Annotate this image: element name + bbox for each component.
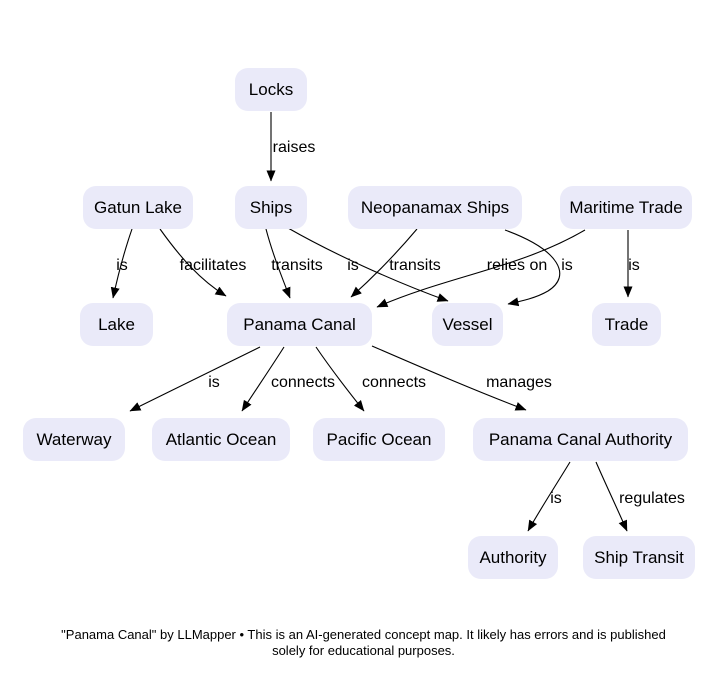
node-waterway: Waterway bbox=[23, 418, 125, 461]
edge-label-locks-ships: raises bbox=[272, 139, 316, 156]
edge-neopanamax-ships-vessel bbox=[504, 229, 561, 307]
edge-label-neopanamax-ships-vessel: is bbox=[561, 257, 573, 274]
node-atlantic-ocean: Atlantic Ocean bbox=[152, 418, 290, 461]
node-panama-canal: Panama Canal bbox=[227, 303, 372, 346]
edge-panama-canal-waterway bbox=[129, 346, 261, 412]
footer-caption-line1: "Panama Canal" by LLMapper • This is an … bbox=[61, 627, 666, 642]
edge-neopanamax-ships-panama-canal bbox=[350, 228, 418, 298]
edge-label-panama-canal-waterway: is bbox=[208, 374, 220, 391]
edge-label-ships-panama-canal: transits bbox=[271, 257, 323, 274]
node-maritime-trade: Maritime Trade bbox=[560, 186, 692, 229]
edge-label-maritime-trade-panama-canal: relies on bbox=[486, 257, 548, 274]
edge-label-panama-canal-pacific-ocean: connects bbox=[361, 374, 427, 391]
edge-ships-panama-canal bbox=[265, 228, 291, 299]
edge-label-panama-canal-atlantic-ocean: connects bbox=[270, 374, 336, 391]
edge-label-panama-canal-authority-ship-transit: regulates bbox=[619, 490, 685, 507]
edge-label-ships-vessel: is bbox=[347, 257, 359, 274]
edge-label-gatun-lake-lake: is bbox=[116, 257, 128, 274]
node-gatun-lake: Gatun Lake bbox=[83, 186, 193, 229]
node-ships: Ships bbox=[235, 186, 307, 229]
footer-caption: "Panama Canal" by LLMapper • This is an … bbox=[0, 627, 727, 659]
node-lake: Lake bbox=[80, 303, 153, 346]
node-pacific-ocean: Pacific Ocean bbox=[313, 418, 445, 461]
edge-label-panama-canal-panama-canal-authority: manages bbox=[486, 374, 552, 391]
edge-label-neopanamax-ships-panama-canal: transits bbox=[389, 257, 441, 274]
edge-label-panama-canal-authority-authority: is bbox=[550, 490, 562, 507]
node-locks: Locks bbox=[235, 68, 307, 111]
node-authority: Authority bbox=[468, 536, 558, 579]
edge-label-maritime-trade-trade: is bbox=[628, 257, 640, 274]
node-vessel: Vessel bbox=[432, 303, 503, 346]
edge-label-gatun-lake-panama-canal: facilitates bbox=[179, 257, 247, 274]
node-trade: Trade bbox=[592, 303, 661, 346]
edge-gatun-lake-panama-canal bbox=[159, 228, 227, 297]
edge-panama-canal-authority-ship-transit bbox=[595, 461, 628, 532]
edge-maritime-trade-panama-canal bbox=[376, 229, 586, 308]
node-neopanamax-ships: Neopanamax Ships bbox=[348, 186, 522, 229]
edge-panama-canal-atlantic-ocean bbox=[241, 346, 285, 412]
edge-gatun-lake-lake bbox=[110, 228, 133, 299]
node-panama-canal-authority: Panama Canal Authority bbox=[473, 418, 688, 461]
footer-caption-line2: solely for educational purposes. bbox=[272, 643, 455, 658]
edge-panama-canal-pacific-ocean bbox=[315, 346, 365, 412]
edge-ships-vessel bbox=[287, 227, 449, 302]
node-ship-transit: Ship Transit bbox=[583, 536, 695, 579]
edge-panama-canal-panama-canal-authority bbox=[371, 345, 527, 411]
edge-panama-canal-authority-authority bbox=[527, 461, 571, 532]
